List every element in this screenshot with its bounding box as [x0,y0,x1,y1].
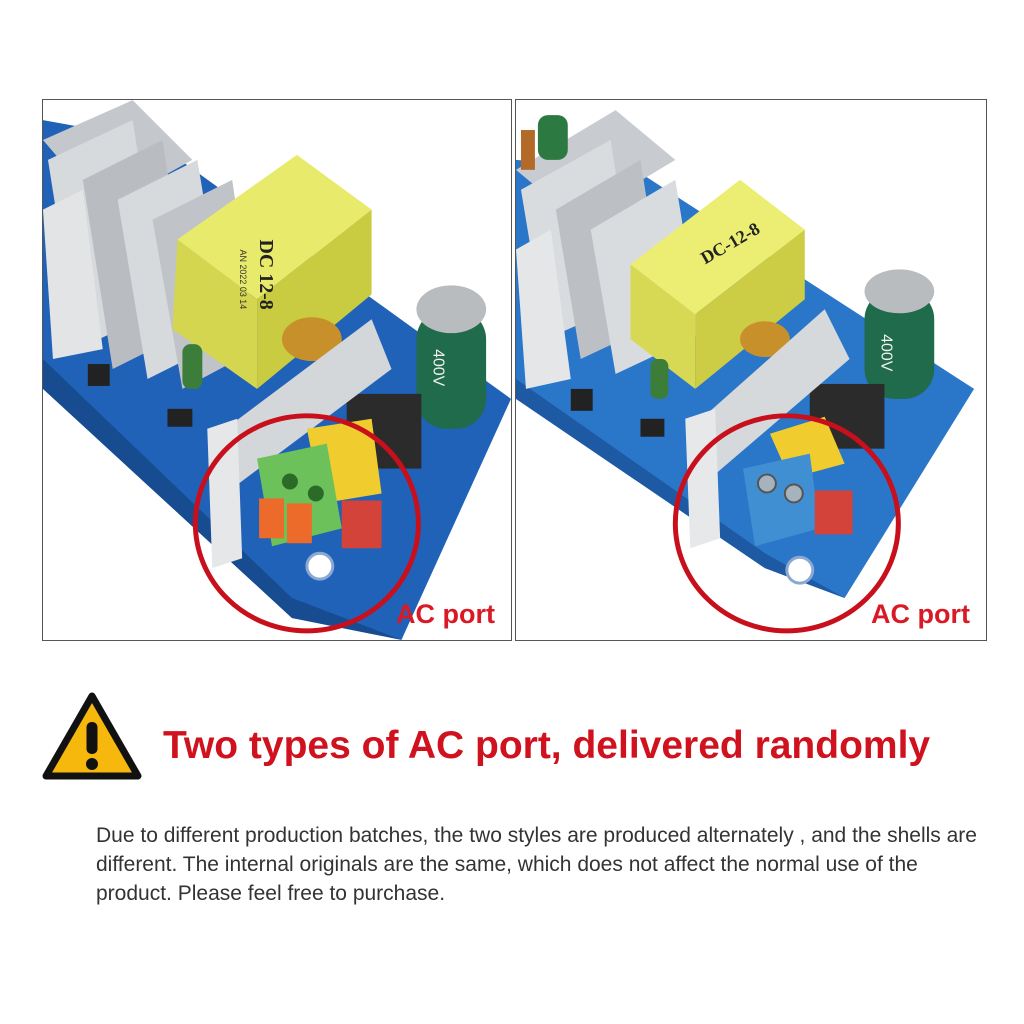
description-text: Due to different production batches, the… [96,824,977,905]
ac-port-label: AC port [871,599,970,629]
product-photo-screw-terminal: DC-12-8 400V AC port [515,99,987,641]
capacitor-left: 400V [416,285,487,429]
highlight-circle-right [672,413,901,634]
transformer-label: DC 12-8 [255,240,277,310]
transformer-right: DC-12-8 [630,179,805,389]
ac-port-label: AC port [396,599,495,629]
ac-terminal-blue [743,416,845,547]
transformer-sublabel: AN 2022 03 14 [238,250,248,310]
pcb-photo-left: DC 12-8 AN 2022 03 14 400V [43,100,511,640]
headline: Two types of AC port, delivered randomly [163,724,931,767]
warning-triangle-icon [42,692,142,780]
heatsink-right [516,110,701,389]
ac-terminal-green [257,418,382,547]
capacitor-right: 400V [864,269,935,399]
transformer-left: DC 12-8 AN 2022 03 14 [172,154,372,389]
pcb-photo-right: DC-12-8 400V [516,100,986,640]
capacitor-label: 400V [429,349,446,387]
product-photo-spring-terminal: DC 12-8 AN 2022 03 14 400V [42,99,512,641]
highlight-circle-left [192,413,421,634]
capacitor-label: 400V [877,334,894,372]
